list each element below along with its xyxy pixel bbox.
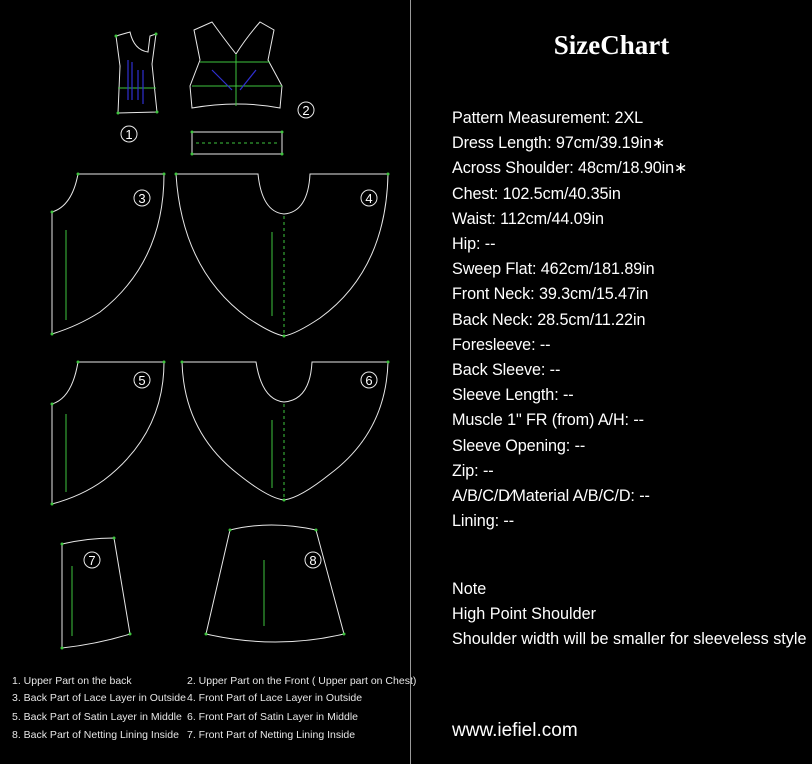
piece-number-6: 6 (360, 371, 378, 389)
piece-4 (174, 172, 390, 338)
note-block: Note High Point Shoulder Shoulder width … (452, 577, 806, 652)
svg-text:1: 1 (125, 127, 132, 142)
piece-number-3: 3 (133, 189, 151, 207)
piece-2 (189, 21, 284, 156)
legend-item-5: 5. Back Part of Satin Layer in Middle (12, 711, 182, 723)
spec-item: Chest: 102.5cm/40.35in (452, 184, 621, 203)
spec-item: Across Shoulder: 48cm/18.90in∗ (452, 159, 688, 178)
piece-5 (50, 360, 166, 506)
svg-text:8: 8 (309, 553, 316, 568)
spec-item: Lining: -- (452, 512, 514, 531)
spec-item: Waist: 112cm/44.09in (452, 209, 604, 228)
spec-item: Back Neck: 28.5cm/11.22in (452, 310, 646, 329)
note-line: High Point Shoulder (452, 605, 596, 623)
spec-item: Muscle 1" FR (from) A/H: -- (452, 411, 644, 430)
piece-6 (180, 360, 390, 502)
legend-item-6: 6. Front Part of Satin Layer in Middle (187, 711, 358, 723)
spec-list: Pattern Measurement: 2XL Dress Length: 9… (452, 106, 688, 534)
piece-number-7: 7 (83, 551, 101, 569)
svg-text:5: 5 (138, 373, 145, 388)
panel-divider (410, 0, 411, 764)
svg-text:3: 3 (138, 191, 145, 206)
spec-item: Foresleeve: -- (452, 335, 551, 354)
size-chart-panel: SizeChart Pattern Measurement: 2XL Dress… (411, 0, 812, 764)
legend-item-7: 7. Front Part of Netting Lining Inside (187, 729, 356, 741)
svg-text:7: 7 (88, 553, 95, 568)
piece-number-8: 8 (304, 551, 322, 569)
spec-item: Front Neck: 39.3cm/15.47in (452, 285, 649, 304)
legend-item-3: 3. Back Part of Lace Layer in Outside (12, 692, 186, 704)
piece-number-1: 1 (120, 125, 138, 143)
svg-text:4: 4 (365, 191, 372, 206)
piece-number-2: 2 (297, 101, 315, 119)
spec-item: A/B/C/D∕Material A/B/C/D: -- (452, 487, 650, 506)
svg-text:6: 6 (365, 373, 372, 388)
piece-3 (50, 172, 166, 336)
pattern-diagram: .ol{fill:none;stroke:#e8e8e8;stroke-widt… (50, 21, 390, 650)
piece-1 (114, 31, 159, 115)
spec-item: Zip: -- (452, 461, 494, 480)
spec-item: Pattern Measurement: 2XL (452, 109, 644, 127)
piece-7 (60, 536, 132, 650)
piece-8 (204, 524, 346, 643)
legend-item-1: 1. Upper Part on the back (12, 675, 132, 687)
website-link[interactable]: www.iefiel.com (452, 720, 578, 741)
legend-item-2: 2. Upper Part on the Front ( Upper part … (187, 675, 417, 687)
spec-item: Sleeve Opening: -- (452, 436, 586, 455)
note-heading: Note (452, 580, 487, 598)
legend-item-4: 4. Front Part of Lace Layer in Outside (187, 692, 363, 704)
svg-text:2: 2 (302, 103, 309, 118)
spec-item: Back Sleeve: -- (452, 361, 561, 380)
piece-number-4: 4 (360, 189, 378, 207)
piece-number-5: 5 (133, 371, 151, 389)
pattern-panel: .ol{fill:none;stroke:#e8e8e8;stroke-widt… (12, 21, 416, 741)
spec-item: Sleeve Length: -- (452, 386, 574, 405)
size-chart-title: SizeChart (553, 30, 670, 60)
note-line: Shoulder width will be smaller for sleev… (452, 630, 807, 648)
legend-item-8: 8. Back Part of Netting Lining Inside (12, 729, 179, 741)
spec-item: Sweep Flat: 462cm/181.89in (452, 260, 655, 279)
spec-item: Dress Length: 97cm/39.19in∗ (452, 134, 666, 153)
spec-item: Hip: -- (452, 235, 496, 254)
